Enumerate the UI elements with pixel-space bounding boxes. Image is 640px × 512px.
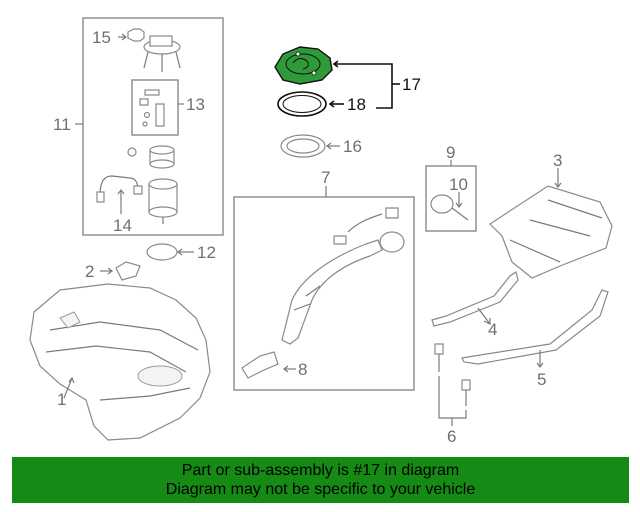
callout-10: 10	[449, 175, 468, 194]
callout-5: 5	[537, 370, 546, 389]
callout-15: 15	[92, 28, 111, 47]
callout-12: 12	[197, 243, 216, 262]
callout-16: 16	[343, 137, 362, 156]
callout-18: 18	[347, 95, 366, 114]
tether-part-10	[451, 207, 469, 221]
banner-line-2: Diagram may not be specific to your vehi…	[165, 481, 476, 498]
callout-17: 17	[402, 75, 421, 94]
sender-part-13c	[155, 103, 165, 127]
filler-neck-box	[233, 196, 415, 391]
sender-part-13a	[144, 89, 160, 96]
bolt-part-6b	[461, 379, 471, 391]
callout-6: 6	[447, 427, 456, 446]
bolt-part-6a	[434, 343, 444, 355]
heat-shield-part-3	[489, 185, 613, 279]
gasket-part-18	[277, 91, 327, 117]
callout-13: 13	[186, 95, 205, 114]
hose-part-8	[241, 351, 279, 379]
callout-11: 11	[53, 115, 71, 134]
callout-14: 14	[113, 216, 132, 235]
fuel-pump-cover-part-17	[274, 46, 333, 85]
tank-strap-part-4	[431, 271, 519, 327]
filler-cap-part	[379, 231, 405, 253]
pad-part-2	[115, 261, 141, 281]
banner-line-1: Part or sub-assembly is #17 in diagram	[181, 462, 460, 479]
callout-2: 2	[85, 262, 94, 281]
fuel-pump-module-box	[82, 17, 224, 236]
tank-strap-part-5	[461, 289, 609, 365]
callout-3: 3	[553, 151, 562, 170]
fuel-cap-part-9	[430, 194, 454, 214]
callout-8: 8	[298, 360, 307, 379]
filler-neck-tube	[281, 239, 383, 345]
callout-9: 9	[446, 143, 455, 162]
wiring-harness-part-14	[99, 175, 139, 197]
fuel-tank-part-1	[29, 283, 211, 441]
connector-part-15	[127, 28, 145, 42]
callout-4: 4	[488, 320, 497, 339]
callout-1: 1	[57, 390, 66, 409]
part-notice-banner: Part or sub-assembly is #17 in diagram D…	[12, 457, 629, 503]
sender-sub-box	[131, 79, 179, 136]
callout-7: 7	[321, 168, 330, 187]
o-ring-part-12	[146, 243, 178, 261]
pump-screw-part	[127, 147, 137, 157]
sender-part-13b	[139, 98, 149, 106]
